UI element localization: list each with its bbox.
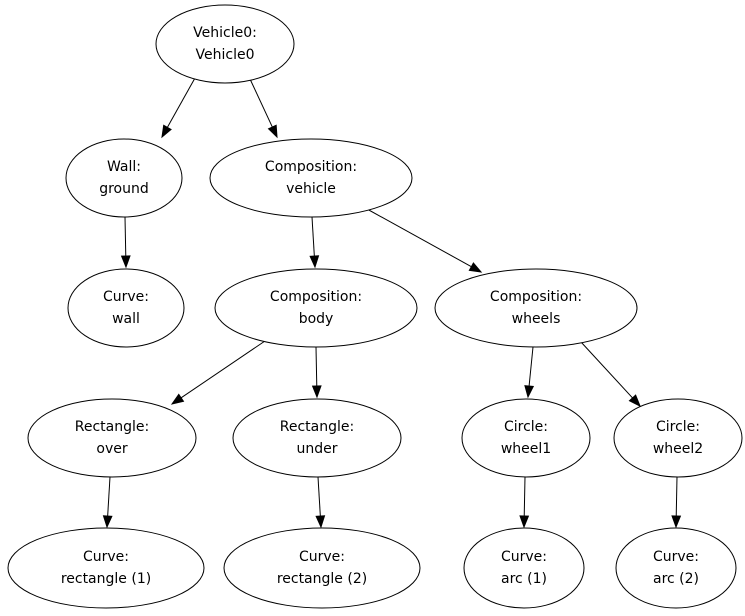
- edge-line: [311, 216, 315, 257]
- node-label-line2: wheel2: [653, 441, 703, 457]
- graph-node-circle-wheel2[interactable]: Circle: wheel2: [613, 398, 743, 478]
- edge-arrowhead-icon: [120, 255, 131, 269]
- edge-line: [317, 476, 321, 517]
- graph-edge: [366, 208, 483, 273]
- node-label-line1: Rectangle:: [75, 419, 149, 435]
- edge-arrowhead-icon: [309, 255, 320, 269]
- node-ellipse: [615, 527, 737, 609]
- graph-node-vehicle0[interactable]: Vehicle0: Vehicle0: [155, 4, 295, 84]
- graph-edge: [519, 476, 530, 529]
- node-ellipse: [434, 268, 638, 348]
- graph-node-composition-wheels[interactable]: Composition: wheels: [434, 268, 638, 348]
- node-ellipse: [223, 527, 421, 609]
- edge-line: [366, 208, 472, 268]
- node-ellipse: [155, 4, 295, 84]
- edge-line: [315, 346, 318, 387]
- node-ellipse: [214, 268, 418, 348]
- edge-arrowhead-icon: [468, 262, 483, 273]
- node-ellipse: [461, 398, 591, 478]
- edge-line: [523, 476, 526, 517]
- edge-line: [580, 341, 633, 399]
- node-label-line2: wheels: [512, 311, 561, 327]
- graph-node-composition-vehicle[interactable]: Composition: vehicle: [209, 138, 413, 218]
- edge-arrowhead-icon: [102, 515, 113, 529]
- edge-line: [675, 476, 678, 517]
- node-label-line1: Curve:: [299, 549, 345, 565]
- node-label-line2: under: [296, 441, 337, 457]
- node-label-line2: arc (2): [653, 571, 699, 587]
- node-label-line1: Wall:: [107, 159, 141, 175]
- graph-node-curve-arc-2[interactable]: Curve: arc (2): [615, 527, 737, 609]
- nodes-layer: Vehicle0:Vehicle0Wall:groundComposition:…: [7, 4, 743, 609]
- node-ellipse: [232, 398, 402, 478]
- edge-arrowhead-icon: [170, 393, 185, 405]
- graph-edge: [170, 340, 266, 405]
- node-label-line2: body: [299, 311, 334, 327]
- graph-edge: [161, 77, 196, 139]
- node-label-line1: Vehicle0:: [193, 25, 257, 41]
- edge-line: [180, 340, 266, 399]
- node-label-line1: Curve:: [103, 289, 149, 305]
- graph-edge: [524, 346, 535, 399]
- graph-edge: [120, 216, 131, 269]
- graph-edge: [671, 476, 682, 529]
- edge-arrowhead-icon: [671, 515, 682, 529]
- node-label-line2: arc (1): [501, 571, 547, 587]
- graph-node-rectangle-under[interactable]: Rectangle: under: [232, 398, 402, 478]
- node-ellipse: [7, 527, 205, 609]
- node-ellipse: [67, 268, 185, 348]
- node-label-line1: Composition:: [270, 289, 362, 305]
- graph-node-curve-rectangle-2[interactable]: Curve: rectangle (2): [223, 527, 421, 609]
- node-label-line1: Curve:: [83, 549, 129, 565]
- node-ellipse: [27, 398, 197, 478]
- edge-line: [124, 216, 127, 257]
- node-label-line2: vehicle: [286, 181, 336, 197]
- node-label-line2: rectangle (1): [61, 571, 151, 587]
- edge-arrowhead-icon: [267, 124, 278, 139]
- node-label-line2: rectangle (2): [277, 571, 367, 587]
- node-ellipse: [463, 527, 585, 609]
- edge-arrowhead-icon: [628, 394, 641, 408]
- edge-arrowhead-icon: [311, 385, 322, 399]
- edge-arrowhead-icon: [524, 385, 535, 399]
- node-ellipse: [613, 398, 743, 478]
- graph-edge: [102, 476, 113, 529]
- edge-arrowhead-icon: [161, 124, 172, 139]
- graph-node-curve-arc-1[interactable]: Curve: arc (1): [463, 527, 585, 609]
- node-ellipse: [65, 138, 183, 218]
- graph-edge: [311, 346, 322, 399]
- graph-node-curve-wall[interactable]: Curve: wall: [67, 268, 185, 348]
- graph-node-curve-rectangle-1[interactable]: Curve: rectangle (1): [7, 527, 205, 609]
- graph-edge: [580, 341, 641, 408]
- node-label-line2: over: [96, 441, 127, 457]
- graph-node-composition-body[interactable]: Composition: body: [214, 268, 418, 348]
- graph-node-rectangle-over[interactable]: Rectangle: over: [27, 398, 197, 478]
- node-label-line2: Vehicle0: [196, 47, 255, 63]
- edge-line: [166, 77, 196, 128]
- node-label-line2: ground: [99, 181, 149, 197]
- edge-line: [249, 78, 273, 128]
- edges-layer: [102, 77, 682, 529]
- node-label-line1: Composition:: [265, 159, 357, 175]
- node-ellipse: [209, 138, 413, 218]
- node-label-line2: wheel1: [501, 441, 551, 457]
- node-label-line1: Circle:: [656, 419, 700, 435]
- node-label-line1: Circle:: [504, 419, 548, 435]
- edge-line: [528, 346, 534, 387]
- node-label-line1: Curve:: [501, 549, 547, 565]
- node-label-line2: wall: [112, 311, 140, 327]
- node-label-line1: Curve:: [653, 549, 699, 565]
- node-label-line1: Composition:: [490, 289, 582, 305]
- node-label-line1: Rectangle:: [280, 419, 354, 435]
- graph-edge: [309, 216, 320, 269]
- edge-line: [107, 476, 111, 517]
- graph-node-wall-ground[interactable]: Wall: ground: [65, 138, 183, 218]
- graph-edge: [249, 78, 278, 139]
- graph-edge: [315, 476, 326, 529]
- graph-node-circle-wheel1[interactable]: Circle: wheel1: [461, 398, 591, 478]
- edge-arrowhead-icon: [519, 515, 530, 529]
- edge-arrowhead-icon: [315, 515, 326, 529]
